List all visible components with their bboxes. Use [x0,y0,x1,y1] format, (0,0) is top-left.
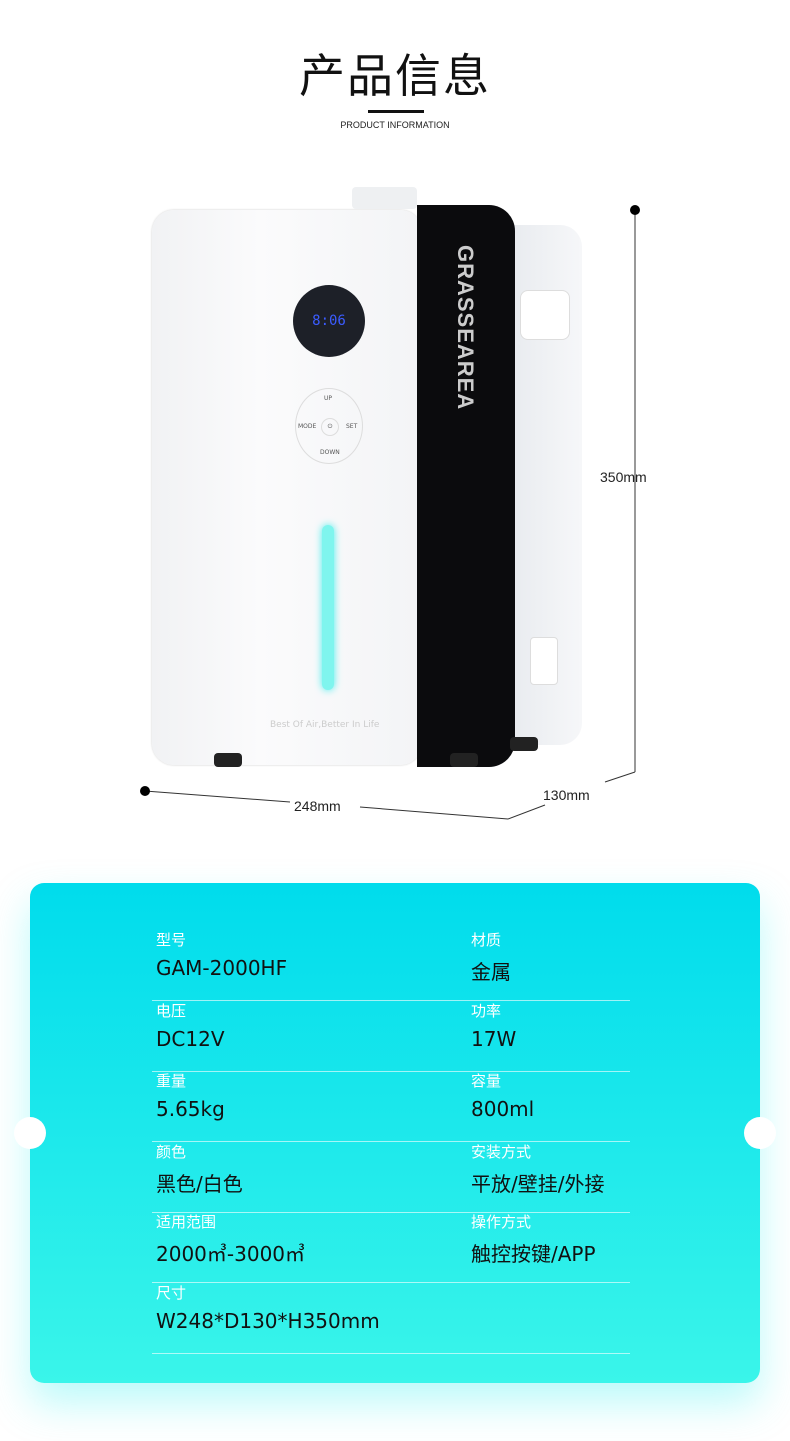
spec-item: 功率 17W [471,1002,516,1051]
spec-row: 电压 DC12V 功率 17W [152,1002,630,1072]
control-pad: UP MODE ⏻ SET DOWN [295,388,363,464]
spec-item: 适用范围 2000㎥-3000㎥ [156,1213,305,1267]
power-icon: ⏻ [321,418,339,436]
spec-label: 容量 [471,1072,502,1090]
product-front-panel [152,210,422,765]
spec-row: 型号 GAM-2000HF 材质金属 [152,931,630,1001]
height-dimension: 350mm [600,469,647,485]
spec-row: 尺寸 W248*D130*H350mm [152,1284,630,1354]
title-underline [368,110,424,113]
spec-item: 电压 DC12V [156,1002,225,1051]
spec-row: 重量 5.65kg 容量 800ml [152,1072,630,1142]
spec-item: 安装方式平放/壁挂/外接 [471,1143,604,1197]
product-black-panel [417,205,515,767]
dimension-marker [140,786,150,796]
spec-item: 型号 GAM-2000HF [156,931,287,980]
dimension-lines [144,210,636,820]
page-subtitle: PRODUCT INFORMATION [340,120,450,130]
spec-label: 尺寸 [156,1283,187,1302]
spec-card [30,883,760,1383]
spec-value: 17W [471,1026,517,1051]
product-foot [450,753,478,767]
spec-label: 适用范围 [156,1213,217,1231]
dimension-marker [630,205,640,215]
product-foot [214,753,242,767]
spec-label: 重量 [156,1072,187,1090]
width-dimension: 248mm [294,798,341,814]
product-top-cap [352,187,417,209]
spec-item: 材质金属 [471,931,511,985]
spec-item: 操作方式触控按键/APP [471,1213,596,1267]
spec-item: 容量 800ml [471,1072,534,1121]
spec-value: 800ml [471,1097,535,1121]
lcd-display: 8:06 [293,285,365,357]
spec-item: 重量 5.65kg [156,1072,225,1121]
slogan: Best Of Air,Better In Life [270,720,380,730]
spec-label: 颜色 [156,1142,187,1161]
spec-label: 安装方式 [471,1142,532,1161]
spec-label: 型号 [156,931,187,949]
card-notch [14,1117,46,1149]
spec-label: 功率 [471,1001,502,1020]
spec-label: 操作方式 [471,1213,532,1231]
spec-item: 尺寸 W248*D130*H350mm [156,1284,380,1333]
brand-logo: GRASSEAREA [453,245,478,411]
mode-button: MODE [298,423,317,430]
card-notch [744,1117,776,1149]
spec-value: 2000㎥-3000㎥ [156,1242,306,1266]
spec-value: 触控按键/APP [471,1242,596,1266]
spec-row: 适用范围 2000㎥-3000㎥ 操作方式触控按键/APP [152,1213,630,1283]
spec-value: 5.65kg [156,1097,225,1121]
spec-value: 金属 [471,960,511,984]
power-port [530,637,558,685]
spec-label: 材质 [471,931,502,949]
product-image: GRASSEAREA 8:06 UP MODE ⏻ SET DOWN Best … [152,187,582,770]
down-button: DOWN [320,449,340,456]
spec-value: 黑色/白色 [156,1171,243,1196]
depth-dimension: 130mm [543,787,590,803]
page-title: 产品信息 [299,49,491,103]
wall-mount-bracket [520,290,570,340]
set-button: SET [346,423,358,430]
spec-value: DC12V [156,1026,225,1051]
spec-value: W248*D130*H350mm [156,1308,380,1333]
spec-label: 电压 [156,1001,187,1020]
led-light-strip [322,525,334,690]
spec-item: 颜色黑色/白色 [156,1143,243,1197]
product-foot [510,737,538,751]
spec-value: GAM-2000HF [156,956,288,980]
up-button: UP [324,395,333,402]
spec-value: 平放/壁挂/外接 [471,1171,605,1196]
spec-row: 颜色黑色/白色 安装方式平放/壁挂/外接 [152,1143,630,1213]
